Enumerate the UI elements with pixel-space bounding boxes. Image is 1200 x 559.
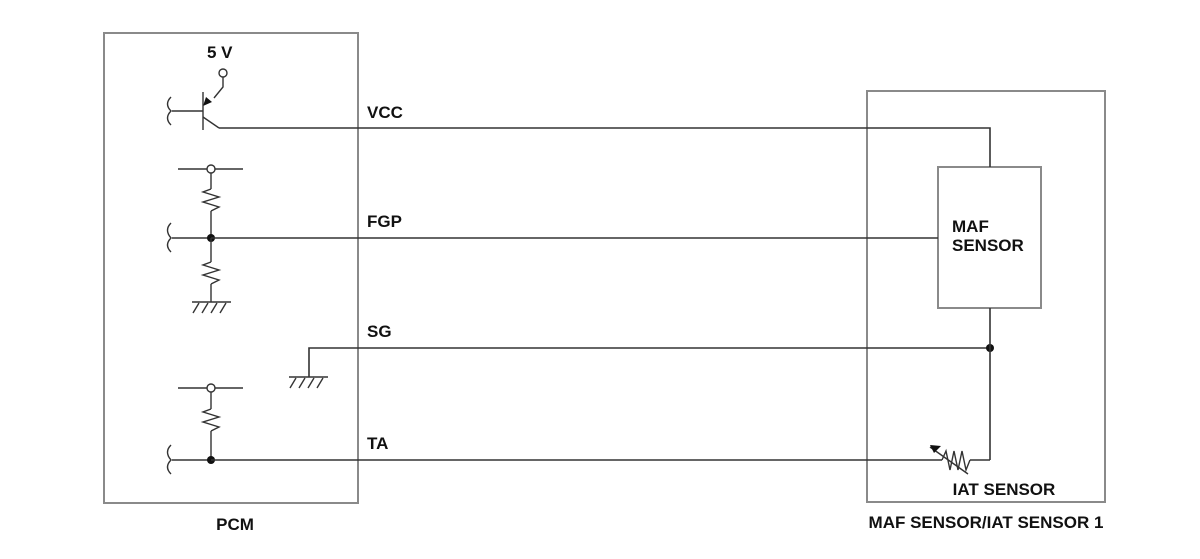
connector-symbol-vcc (166, 96, 172, 126)
ta-label: TA (367, 434, 388, 453)
supply-voltage-label: 5 V (207, 43, 233, 62)
collector-lead (202, 116, 220, 129)
pcm-label: PCM (216, 515, 254, 534)
module-box (866, 90, 1106, 503)
vcc-line (219, 127, 991, 167)
maf-sensor-label-line2: SENSOR (952, 236, 1024, 255)
iat-thermistor-icon (941, 448, 971, 473)
sg-ground-icon (289, 376, 328, 389)
vcc-transistor: 5 V (166, 43, 233, 130)
wire-ta: TA (211, 434, 942, 461)
sg-circuit: SG (289, 322, 994, 389)
emitter-arrow-icon (203, 97, 212, 106)
ta-pullup-terminal (206, 383, 216, 393)
wire-fgp: FGP (211, 212, 938, 239)
thermistor-variable-line (929, 446, 969, 475)
ta-circuit (166, 383, 243, 475)
iat-sensor: IAT SENSOR (929, 308, 1056, 499)
module-label: MAF SENSOR/IAT SENSOR 1 (869, 513, 1104, 532)
maf-iat-module: MAF SENSOR/IAT SENSOR 1 (866, 90, 1106, 532)
supply-lead (213, 77, 224, 99)
thermistor-arrow-icon (930, 445, 941, 453)
ta-pullup-resistor-icon (200, 408, 222, 432)
wire-vcc: VCC (219, 103, 991, 167)
fgp-circuit (166, 164, 243, 314)
supply-terminal (218, 68, 228, 78)
vcc-label: VCC (367, 103, 403, 122)
fgp-pulldown-resistor-icon (200, 261, 222, 285)
fgp-pullup-resistor-icon (200, 188, 222, 212)
fgp-label: FGP (367, 212, 402, 231)
pcm-box (103, 32, 359, 504)
sg-label: SG (367, 322, 392, 341)
connector-symbol-fgp (166, 222, 172, 253)
maf-sensor-label-line1: MAF (952, 217, 989, 236)
iat-sensor-label: IAT SENSOR (953, 480, 1056, 499)
sg-line (308, 347, 990, 377)
pcm-unit: PCM (103, 32, 359, 534)
maf-sensor: MAF SENSOR (937, 166, 1042, 309)
connector-symbol-ta (166, 444, 172, 475)
fgp-pullup-terminal (206, 164, 216, 174)
fgp-ground-icon (192, 301, 231, 314)
